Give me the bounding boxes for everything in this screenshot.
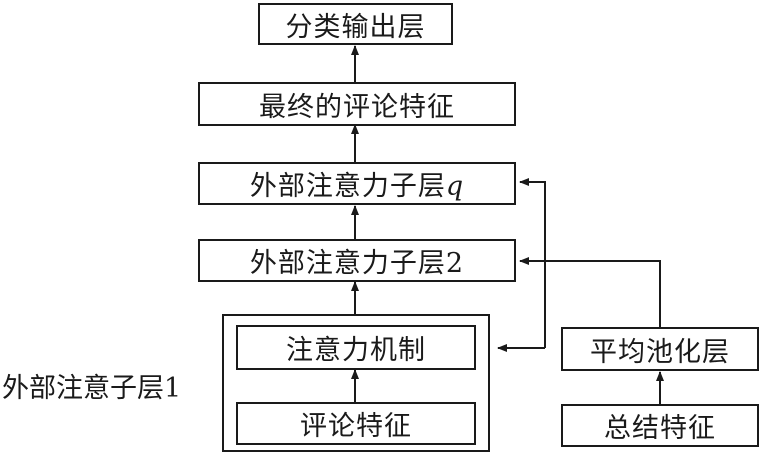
- attention-mechanism-label: 注意力机制: [286, 335, 426, 366]
- group-label: 外部注意子层1: [2, 373, 182, 404]
- summary-features-label: 总结特征: [604, 413, 716, 444]
- external-attention-q-box: 外部注意力子层q: [198, 162, 516, 205]
- arrow-attention-to-extq: [519, 178, 546, 348]
- attention-mechanism-box: 注意力机制: [236, 325, 476, 370]
- summary-features-box: 总结特征: [561, 404, 759, 447]
- output-layer-box: 分类输出层: [258, 3, 453, 45]
- external-attention-2-box: 外部注意力子层2: [198, 239, 516, 282]
- arrow-pool-to-ext2: [519, 257, 661, 327]
- final-features-box: 最终的评论特征: [198, 82, 516, 126]
- external-attention-q-suffix: q: [445, 171, 465, 202]
- average-pooling-box: 平均池化层: [561, 327, 759, 371]
- final-features-label: 最终的评论特征: [259, 91, 455, 123]
- external-attention-2-label: 外部注意力子层2: [249, 248, 465, 279]
- review-features-box: 评论特征: [236, 402, 476, 445]
- average-pooling-label: 平均池化层: [590, 336, 730, 368]
- output-layer-label: 分类输出层: [285, 11, 426, 43]
- review-features-label: 评论特征: [300, 411, 412, 442]
- external-attention-q-prefix: 外部注意力子层: [249, 171, 446, 202]
- external-attention-sublayer-1-group: [222, 314, 490, 452]
- external-attention-q-label: 外部注意力子层q: [250, 164, 464, 203]
